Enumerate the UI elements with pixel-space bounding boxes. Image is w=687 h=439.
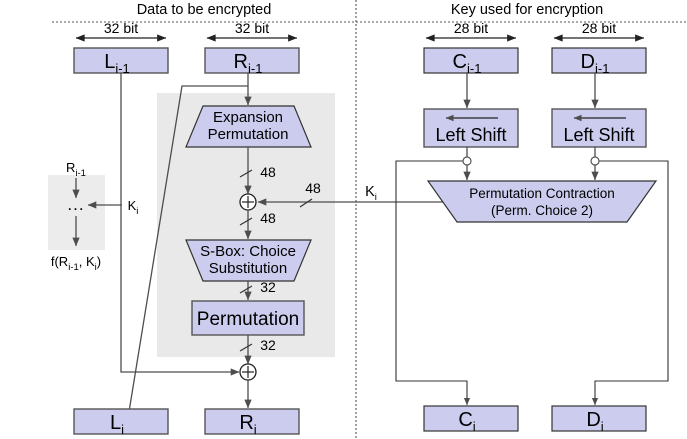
junction-dot-c bbox=[462, 156, 472, 166]
block-r-prev-label: R bbox=[234, 51, 248, 73]
svg-text:Ci: Ci bbox=[458, 409, 475, 434]
bitwidth-slash-after-permutation bbox=[239, 343, 253, 352]
block-l-next-sub: i bbox=[121, 422, 124, 437]
block-l-prev-sub: i-1 bbox=[115, 61, 129, 76]
block-d-prev-sub: i-1 bbox=[595, 61, 609, 76]
block-d-prev-label: D bbox=[581, 51, 595, 73]
block-c-next-sub: i bbox=[473, 419, 476, 434]
width-label-r-prev: 32 bit bbox=[235, 20, 269, 36]
inset-dots: ... bbox=[67, 195, 84, 214]
bitwidth-after-sbox: 32 bbox=[260, 279, 276, 295]
bitwidth-slash-key-input bbox=[299, 198, 313, 208]
left-shift-label-1: Left Shift bbox=[435, 125, 506, 145]
block-d-prev[interactable]: Di-1 bbox=[551, 47, 647, 76]
sbox-line1: S-Box: Choice bbox=[200, 243, 296, 260]
permutation-label: Permutation bbox=[197, 309, 299, 330]
bitwidth-after-permutation: 32 bbox=[260, 337, 276, 353]
svg-text:Ci-1: Ci-1 bbox=[453, 51, 482, 76]
block-c-prev-label: C bbox=[453, 51, 467, 73]
contraction-line1: Permutation Contraction bbox=[469, 186, 615, 201]
svg-text:Ri: Ri bbox=[239, 412, 256, 437]
block-c-prev-sub: i-1 bbox=[467, 61, 481, 76]
svg-text:Li: Li bbox=[110, 412, 124, 437]
block-r-prev[interactable]: Ri-1 bbox=[204, 47, 300, 76]
wire-lprev-to-xor bbox=[120, 73, 240, 376]
wire-leftshift1-to-cnext bbox=[395, 160, 471, 406]
block-l-prev-label: L bbox=[104, 51, 115, 73]
node-sbox-substitution[interactable]: S-Box: Choice Substitution bbox=[185, 239, 312, 282]
node-left-shift-2[interactable]: Left Shift bbox=[551, 108, 647, 148]
inset-key-label: Ki bbox=[128, 198, 139, 217]
block-c-next[interactable]: Ci bbox=[423, 405, 519, 434]
round-key-label: Ki bbox=[365, 184, 377, 203]
svg-text:Di: Di bbox=[586, 409, 603, 434]
bitwidth-key-input: 48 bbox=[305, 180, 321, 196]
junction-dot-d bbox=[590, 156, 600, 166]
inset-input-label: Ri-1 bbox=[66, 160, 86, 179]
bitwidth-slash-after-xor bbox=[239, 217, 253, 226]
inset-output-label: f(Ri-1, Ki) bbox=[51, 254, 101, 273]
block-r-next-label: R bbox=[239, 412, 253, 434]
block-r-next[interactable]: Ri bbox=[204, 408, 300, 437]
block-c-prev[interactable]: Ci-1 bbox=[423, 47, 519, 76]
contraction-line2: (Perm. Choice 2) bbox=[491, 203, 593, 218]
node-permutation[interactable]: Permutation bbox=[191, 300, 305, 336]
expansion-permutation-line2: Permutation bbox=[208, 126, 289, 143]
block-l-prev[interactable]: Li-1 bbox=[73, 47, 169, 76]
node-permutation-contraction[interactable]: Permutation Contraction (Perm. Choice 2) bbox=[426, 180, 658, 223]
sbox-line2: Substitution bbox=[209, 260, 287, 277]
svg-text:Ri-1: Ri-1 bbox=[234, 51, 263, 76]
bitwidth-after-xor: 48 bbox=[260, 210, 276, 226]
width-label-l-prev: 32 bit bbox=[104, 20, 138, 36]
block-d-next[interactable]: Di bbox=[551, 405, 647, 434]
bitwidth-slash-after-sbox bbox=[239, 285, 253, 294]
width-label-c-prev: 28 bit bbox=[454, 20, 488, 36]
block-c-next-label: C bbox=[458, 409, 472, 431]
block-r-prev-sub: i-1 bbox=[248, 61, 262, 76]
block-r-next-sub: i bbox=[254, 422, 257, 437]
wire-leftshift2-to-dnext bbox=[591, 160, 669, 406]
svg-text:Di-1: Di-1 bbox=[581, 51, 610, 76]
left-panel-header: Data to be encrypted bbox=[137, 2, 272, 18]
bitwidth-slash-after-expansion bbox=[239, 169, 253, 178]
xor-key-mix bbox=[239, 193, 257, 211]
xor-feistel-combine bbox=[239, 363, 257, 381]
block-l-next-label: L bbox=[110, 412, 121, 434]
width-label-d-prev: 28 bit bbox=[582, 20, 616, 36]
left-shift-label-2: Left Shift bbox=[563, 125, 634, 145]
block-d-next-sub: i bbox=[601, 419, 604, 434]
block-l-next[interactable]: Li bbox=[73, 408, 169, 437]
block-d-next-label: D bbox=[586, 409, 600, 431]
wire-rprev-to-lnext bbox=[125, 85, 248, 419]
svg-text:Li-1: Li-1 bbox=[104, 51, 130, 76]
expansion-permutation-line1: Expansion bbox=[213, 109, 283, 126]
bitwidth-after-expansion: 48 bbox=[260, 164, 276, 180]
right-panel-header: Key used for encryption bbox=[451, 2, 603, 18]
node-left-shift-1[interactable]: Left Shift bbox=[423, 108, 519, 148]
node-expansion-permutation[interactable]: Expansion Permutation bbox=[185, 105, 312, 148]
